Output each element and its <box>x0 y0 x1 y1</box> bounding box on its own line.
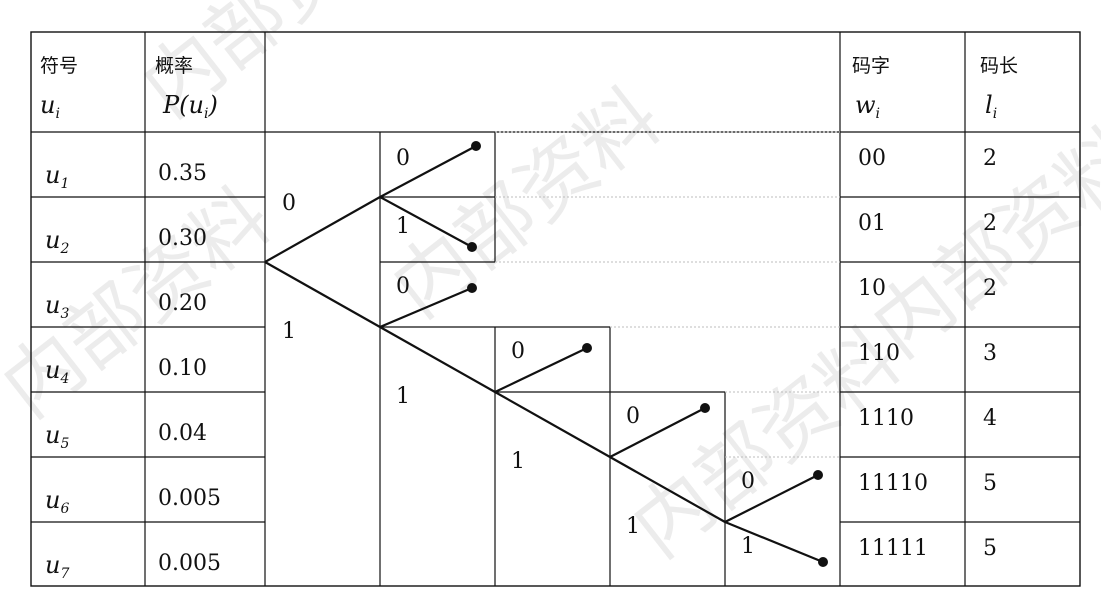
symbol-cell: u4 <box>45 356 69 387</box>
tree-branches <box>264 145 824 564</box>
svg-text:内部资料: 内部资料 <box>376 72 677 335</box>
bit-n1-0: 0 <box>396 146 410 171</box>
svg-text:内部资料: 内部资料 <box>856 112 1101 375</box>
branch-n1-1 <box>379 196 473 248</box>
branch-root-0 <box>264 196 381 263</box>
leaf-u6-dot <box>813 470 823 480</box>
branch-n1-0 <box>379 145 477 198</box>
leaf-u3-dot <box>467 283 477 293</box>
leaf-u4-dot <box>582 343 592 353</box>
bit-n5-1: 1 <box>741 534 755 559</box>
branch-n5-0 <box>724 474 819 523</box>
code-cell: 11111 <box>858 536 928 561</box>
header-len-label: 码长 <box>980 55 1018 77</box>
bit-root-0: 0 <box>282 191 296 216</box>
len-cell: 5 <box>983 536 997 561</box>
symbol-cell: u6 <box>45 486 69 517</box>
branch-n2-1 <box>379 326 496 393</box>
branch-n5-1 <box>724 520 824 564</box>
bit-root-1: 1 <box>282 319 296 344</box>
leaf-u7-dot <box>818 557 828 567</box>
symbol-cell: u1 <box>45 161 69 192</box>
row-7: u7 0.005 11111 5 <box>45 536 997 582</box>
code-cell: 01 <box>858 211 886 236</box>
code-cell: 10 <box>858 276 886 301</box>
branch-n3-1 <box>494 391 611 458</box>
symbol-cell: u5 <box>45 421 69 452</box>
branch-n4-0 <box>609 407 706 458</box>
len-cell: 2 <box>983 276 997 301</box>
prob-cell: 0.10 <box>158 356 207 381</box>
prob-cell: 0.04 <box>158 421 207 446</box>
branch-n3-0 <box>494 347 588 393</box>
prob-cell: 0.005 <box>158 486 221 511</box>
bit-n5-0: 0 <box>741 469 755 494</box>
symbol-cell: u7 <box>45 551 69 582</box>
len-cell: 3 <box>983 341 997 366</box>
grid-lines <box>31 32 1080 586</box>
code-cell: 00 <box>858 146 886 171</box>
bit-n1-1: 1 <box>396 214 410 239</box>
prob-cell: 0.005 <box>158 551 221 576</box>
row-4: u4 0.10 110 3 <box>45 341 997 387</box>
len-cell: 5 <box>983 471 997 496</box>
row-2: u2 0.30 01 2 <box>45 211 997 257</box>
header-prob-var: P(ui) <box>162 91 218 122</box>
header-symbol-label: 符号 <box>40 55 78 77</box>
prob-cell: 0.20 <box>158 291 207 316</box>
header-row: 符号 ui 概率 P(ui) 码字 wi 码长 li <box>40 55 1018 122</box>
code-cell: 11110 <box>858 471 928 496</box>
branch-root-1 <box>264 261 381 328</box>
row-6: u6 0.005 11110 5 <box>45 471 997 517</box>
bit-n4-1: 1 <box>626 514 640 539</box>
branch-n4-1 <box>609 456 726 523</box>
code-cell: 1110 <box>858 406 914 431</box>
header-symbol-var: ui <box>40 91 60 122</box>
branch-labels: 0 1 0 1 0 1 0 1 0 1 0 1 <box>282 146 755 559</box>
svg-text:内部资料: 内部资料 <box>0 172 288 435</box>
header-code-var: wi <box>855 91 880 122</box>
header-code-label: 码字 <box>852 55 890 77</box>
bit-n3-0: 0 <box>511 339 525 364</box>
symbol-cell: u3 <box>45 291 69 322</box>
len-cell: 2 <box>983 146 997 171</box>
symbol-cell: u2 <box>45 226 69 257</box>
row-1: u1 0.35 00 2 <box>45 146 997 192</box>
prob-cell: 0.35 <box>158 161 207 186</box>
prob-cell: 0.30 <box>158 226 207 251</box>
bit-n2-0: 0 <box>396 274 410 299</box>
leaf-u1-dot <box>471 141 481 151</box>
leaf-dots <box>467 141 828 567</box>
code-cell: 110 <box>858 341 900 366</box>
bit-n3-1: 1 <box>511 449 525 474</box>
header-prob-label: 概率 <box>155 55 193 77</box>
len-cell: 2 <box>983 211 997 236</box>
branch-n2-0 <box>379 286 473 329</box>
len-cell: 4 <box>983 406 997 431</box>
leaf-u5-dot <box>700 403 710 413</box>
leaf-u2-dot <box>467 242 477 252</box>
bit-n4-0: 0 <box>626 404 640 429</box>
bit-n2-1: 1 <box>396 384 410 409</box>
row-3: u3 0.20 10 2 <box>45 276 997 322</box>
table-border <box>30 31 1081 587</box>
header-len-var: li <box>985 91 997 122</box>
row-5: u5 0.04 1110 4 <box>45 406 997 452</box>
dashed-guides <box>495 131 840 458</box>
